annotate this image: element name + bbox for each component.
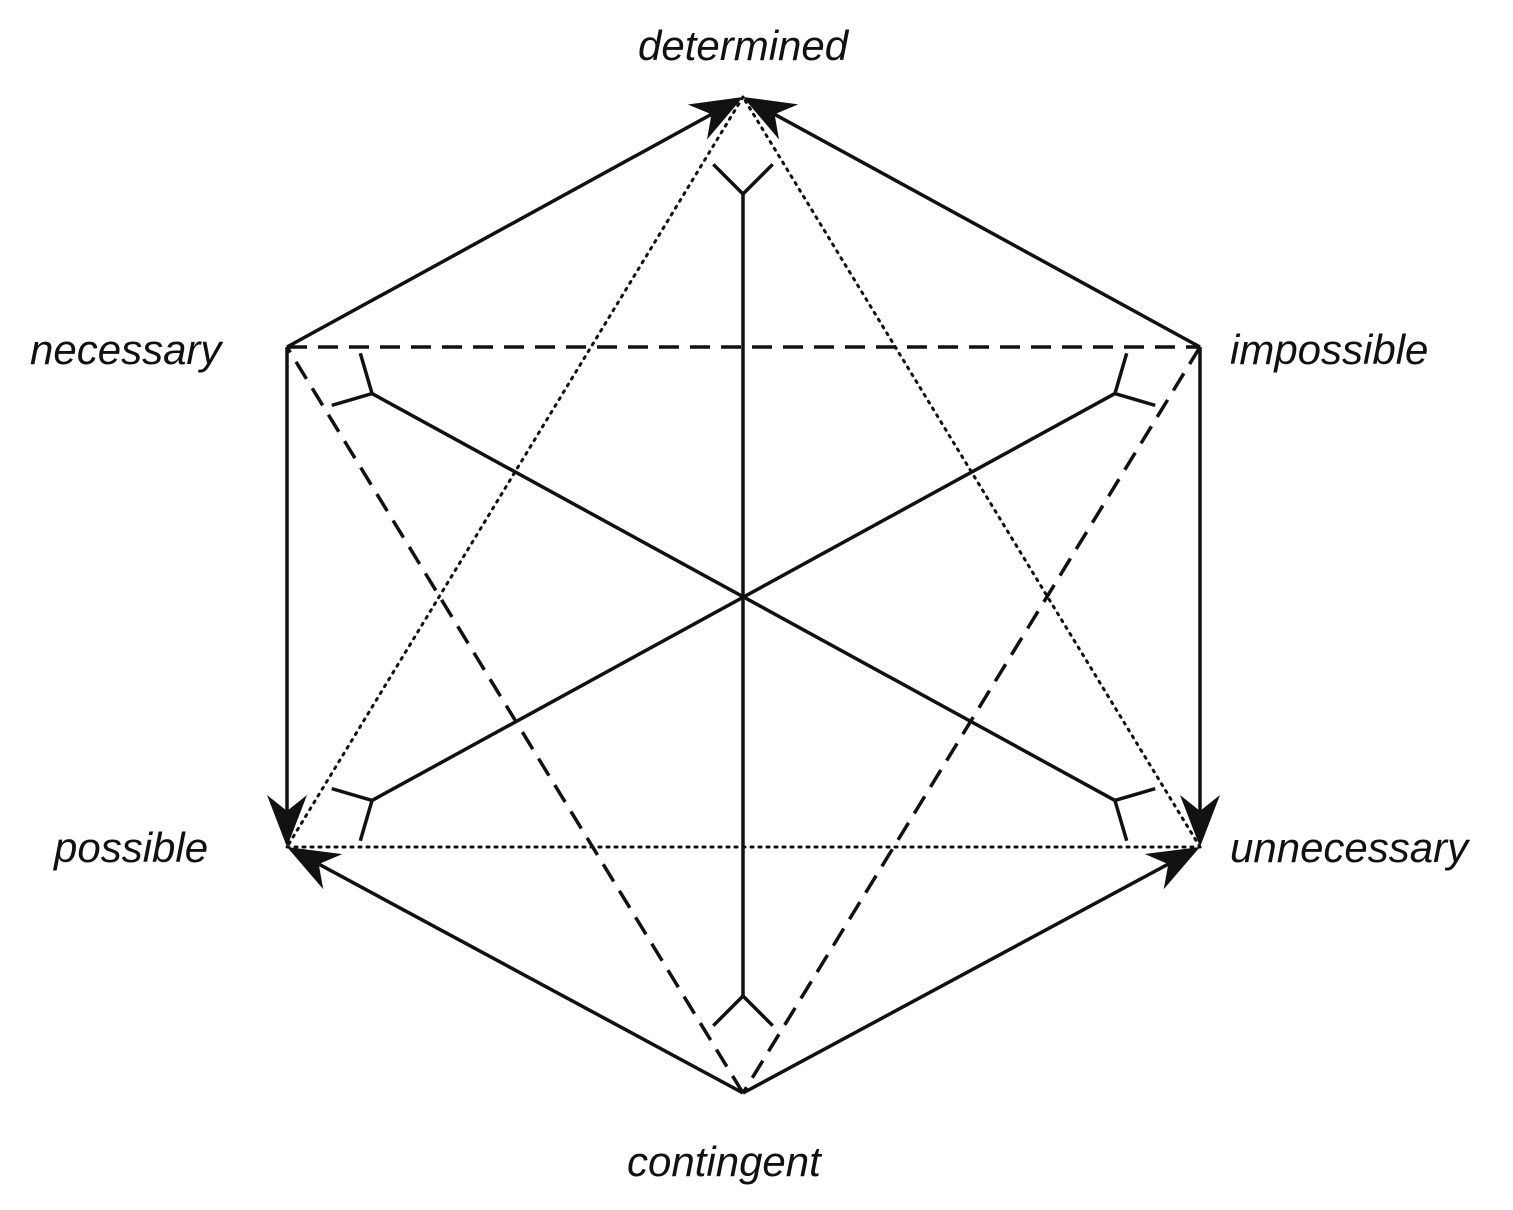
fork-mark-determined-0 <box>741 163 774 196</box>
label-unnecessary: unnecessary <box>1230 824 1469 871</box>
label-possible: possible <box>54 824 209 871</box>
implication-arrow-contingent-unnecessary <box>742 862 1170 1095</box>
implication-arrow-contingent-possible <box>317 862 744 1095</box>
implication-arrow-necessary-determined <box>286 112 713 349</box>
label-impossible: impossible <box>1230 326 1429 373</box>
fork-mark-contingent-0 <box>712 994 745 1027</box>
arrowhead-determined <box>743 97 799 140</box>
fork-mark-impossible-1 <box>1113 352 1129 395</box>
arrowhead-possible <box>267 795 307 847</box>
arrowhead-unnecessary <box>1144 847 1200 890</box>
dashed-edge-contingent-necessary <box>285 346 745 1094</box>
implication-arrow-impossible-determined <box>773 112 1201 349</box>
contradiction-line-impossible-possible <box>371 392 1116 802</box>
label-necessary: necessary <box>30 326 222 373</box>
fork-mark-contingent-1 <box>741 994 774 1027</box>
arrowhead-unnecessary <box>1180 795 1220 847</box>
label-determined: determined <box>638 22 849 69</box>
arrowhead-determined <box>687 97 743 140</box>
fork-mark-unnecessary-0 <box>1113 799 1129 842</box>
arrowhead-possible <box>287 847 343 890</box>
fork-mark-necessary-1 <box>331 391 373 408</box>
fork-mark-possible-1 <box>358 799 374 842</box>
fork-mark-necessary-0 <box>358 352 374 395</box>
fork-mark-determined-1 <box>712 163 745 196</box>
fork-mark-impossible-0 <box>1114 391 1156 408</box>
fork-mark-possible-0 <box>331 786 373 803</box>
label-contingent: contingent <box>627 1138 821 1185</box>
fork-mark-unnecessary-1 <box>1114 786 1156 803</box>
